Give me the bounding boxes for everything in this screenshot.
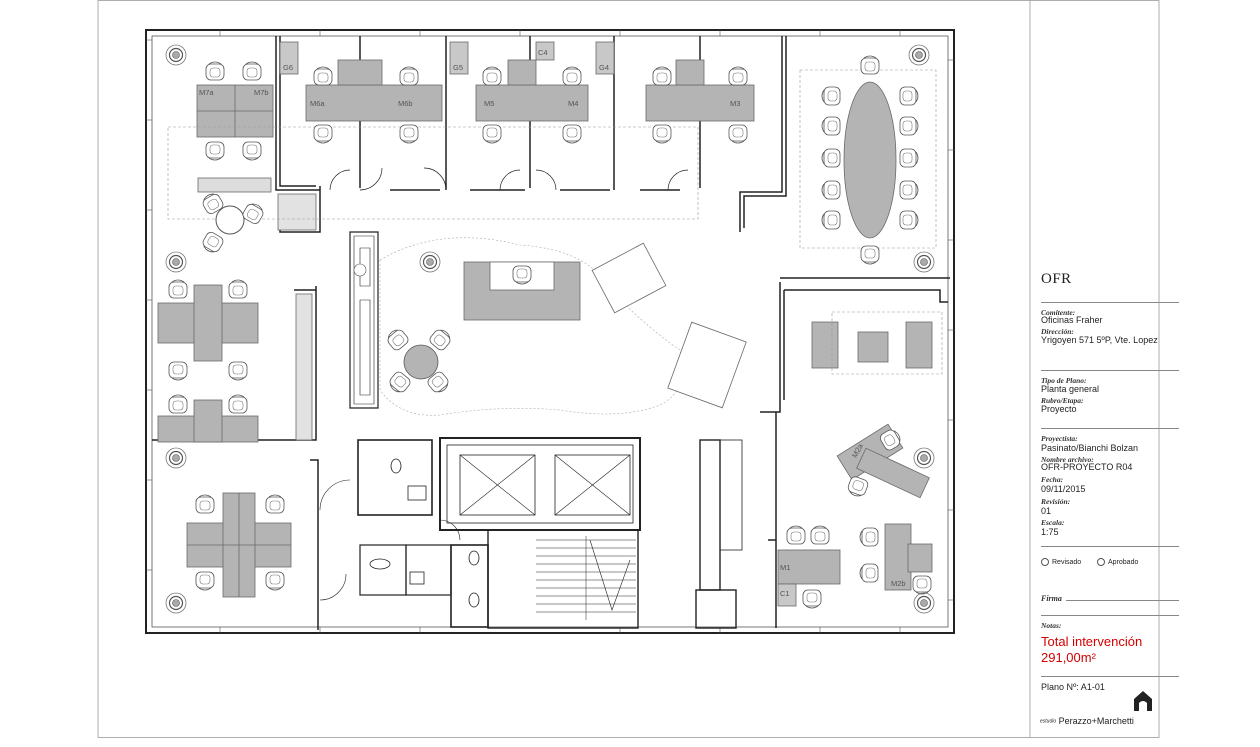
exterior-wall: [145, 29, 955, 634]
studio-prefix: estudio: [1040, 718, 1057, 725]
rubro-label: Rubro/Etapa:: [1041, 396, 1084, 405]
studio-name-text: Perazzo+Marchetti: [1058, 716, 1134, 726]
fecha-label: Fecha:: [1041, 475, 1064, 484]
escala-value: 1:75: [1041, 527, 1059, 537]
divider: [1041, 676, 1179, 677]
fecha-value: 09/11/2015: [1041, 484, 1086, 494]
notas-label: Notas:: [1041, 621, 1062, 630]
tipo-label: Tipo de Plano:: [1041, 376, 1087, 385]
round-tables: [215, 205, 439, 380]
label-g4: G4: [599, 63, 609, 72]
plan-labels: M7a M7b M6a M6b M5 M4 M3 G6 G5 C4 G4 M2a…: [199, 48, 906, 598]
label-g6: G6: [283, 63, 293, 72]
label-m3: M3: [730, 99, 740, 108]
title-block: OFR Comitente: Oficinas Fraher Dirección…: [1030, 0, 1260, 742]
archivo-label: Nombre archivo:: [1041, 455, 1094, 464]
revisado-checkbox[interactable]: Revisado: [1041, 558, 1081, 566]
label-m6a: M6a: [310, 99, 325, 108]
label-m1: M1: [780, 563, 790, 572]
comitente-value: Oficinas Fraher: [1041, 315, 1103, 325]
studio-logo-icon: [1134, 691, 1152, 711]
aprobado-label: Aprobado: [1108, 558, 1139, 566]
radio-circle-icon: [1041, 558, 1049, 566]
furniture-desks: [157, 41, 933, 607]
comitente-label: Comitente:: [1041, 308, 1076, 317]
total-area: Total intervención 291,00m²: [1041, 634, 1142, 666]
revision-label: Revisión:: [1041, 497, 1071, 506]
label-m6b: M6b: [398, 99, 413, 108]
label-c4: C4: [538, 48, 548, 57]
direccion-label: Dirección:: [1041, 327, 1074, 336]
label-m4: M4: [568, 99, 578, 108]
escala-label: Escala:: [1041, 518, 1065, 527]
sheet-frame: [97, 0, 1160, 738]
total-line2: 291,00m²: [1041, 650, 1096, 665]
project-title: OFR: [1041, 271, 1072, 287]
divider: [1041, 615, 1179, 616]
label-c1: C1: [780, 589, 790, 598]
direccion-value: Yrigoyen 571 5ºP, Vte. Lopez: [1041, 335, 1158, 345]
radio-circle-icon: [1097, 558, 1105, 566]
archivo-value: OFR-PROYECTO R04: [1041, 462, 1133, 472]
window-mullions: [146, 30, 954, 633]
revisado-label: Revisado: [1052, 558, 1082, 566]
divider: [1041, 370, 1179, 371]
total-line1: Total intervención: [1041, 634, 1143, 649]
proyectista-label: Proyectista:: [1041, 434, 1078, 443]
proyectista-value: Pasinato/Bianchi Bolzan: [1041, 443, 1139, 453]
label-m2b: M2b: [891, 579, 906, 588]
label-m7b: M7b: [254, 88, 269, 97]
studio-name: estudio Perazzo+Marchetti: [1040, 716, 1134, 726]
rubro-value: Proyecto: [1041, 404, 1077, 414]
bathrooms: [319, 439, 489, 628]
divider: [1041, 302, 1179, 303]
label-g5: G5: [453, 63, 463, 72]
service-core: [439, 437, 743, 629]
plano-number: Plano Nº: A1-01: [1041, 682, 1105, 692]
label-m5: M5: [484, 99, 494, 108]
firma-line: [1066, 600, 1179, 601]
divider: [1041, 546, 1179, 547]
firma-label: Firma: [1041, 594, 1062, 603]
revision-value: 01: [1041, 506, 1052, 516]
label-m7a: M7a: [199, 88, 214, 97]
aprobado-checkbox[interactable]: Aprobado: [1097, 558, 1138, 566]
divider: [1041, 428, 1179, 429]
tipo-value: Planta general: [1041, 384, 1100, 394]
